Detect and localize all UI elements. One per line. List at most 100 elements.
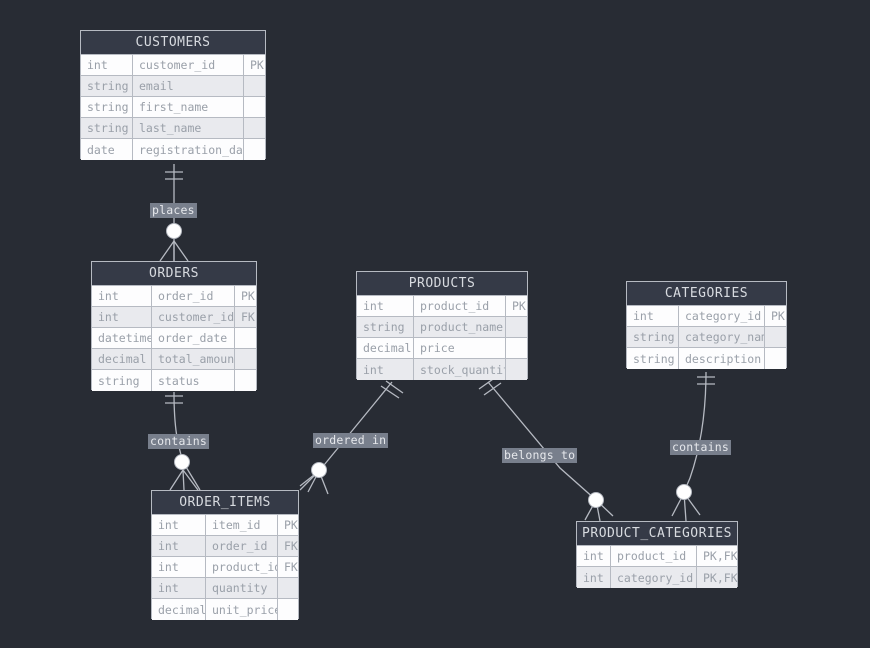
marker-crowsfoot xyxy=(159,240,189,262)
attribute-key: FK xyxy=(284,560,298,574)
relationship-label: ordered in xyxy=(313,433,389,448)
attribute-field: last_name xyxy=(133,118,244,138)
attribute-field: unit_price xyxy=(206,599,278,620)
attribute-field: email xyxy=(133,76,244,96)
attribute-type: int xyxy=(92,286,152,306)
attribute-type: int xyxy=(92,307,152,327)
attribute-key: FK xyxy=(284,539,298,553)
entity-title: PRODUCT_CATEGORIES xyxy=(577,522,737,546)
attribute-key: PK xyxy=(284,518,298,532)
attribute-field: order_id xyxy=(152,286,235,306)
attribute-key xyxy=(506,338,529,358)
attribute-key: PK,FK xyxy=(703,570,738,585)
attribute-field: product_id xyxy=(611,546,697,566)
attribute-key xyxy=(506,317,529,337)
attribute-type: int xyxy=(357,296,414,316)
attribute-field: registration_date xyxy=(133,139,244,160)
attribute-key: PK xyxy=(250,58,264,72)
attribute-type: int xyxy=(152,578,206,598)
marker-crowsfoot xyxy=(671,492,701,522)
marker-one-bar xyxy=(483,382,502,396)
attribute-key xyxy=(244,97,267,117)
attribute-type: string xyxy=(92,370,152,391)
relationship-endpoint-dot xyxy=(588,492,604,508)
attribute-key xyxy=(244,118,267,138)
attribute-field: stock_quantity xyxy=(414,359,506,380)
marker-crowsfoot xyxy=(169,469,199,491)
attribute-type: int xyxy=(152,557,206,577)
attribute-key xyxy=(765,348,788,369)
attribute-field: status xyxy=(152,370,235,391)
attribute-field: first_name xyxy=(133,97,244,117)
attribute-type: string xyxy=(81,97,133,117)
attribute-key: FK xyxy=(241,310,255,324)
marker-crowsfoot xyxy=(584,499,614,522)
attribute-type: int xyxy=(577,546,611,566)
attribute-key xyxy=(235,328,258,348)
attribute-type: int xyxy=(152,515,206,535)
relationship-label: contains xyxy=(670,440,731,455)
attribute-type: string xyxy=(81,118,133,138)
attribute-type: string xyxy=(81,76,133,96)
attribute-type: string xyxy=(627,327,679,347)
entity-title: ORDERS xyxy=(92,262,256,286)
attribute-type: datetime xyxy=(92,328,152,348)
attribute-type: decimal xyxy=(92,349,152,369)
edge-products-productcategories xyxy=(487,381,597,501)
attribute-type: int xyxy=(81,55,133,75)
attribute-type: date xyxy=(81,139,133,160)
attribute-field: customer_id xyxy=(152,307,235,327)
attribute-key xyxy=(244,139,267,160)
relationship-endpoint-dot xyxy=(174,454,190,470)
attribute-field: order_id xyxy=(206,536,278,556)
relationship-endpoint-dot xyxy=(311,462,327,478)
attribute-field: description xyxy=(679,348,765,369)
attribute-field: category_name xyxy=(679,327,765,347)
attribute-field: quantity xyxy=(206,578,278,598)
attribute-type: string xyxy=(627,348,679,369)
attribute-type: string xyxy=(357,317,414,337)
entity-title: ORDER_ITEMS xyxy=(152,491,298,515)
attribute-type: int xyxy=(577,567,611,588)
attribute-key xyxy=(244,76,267,96)
attribute-field: product_name xyxy=(414,317,506,337)
attribute-key xyxy=(278,578,300,598)
attribute-key xyxy=(506,359,529,380)
attribute-type: decimal xyxy=(357,338,414,358)
attribute-field: product_id xyxy=(414,296,506,316)
attribute-type: int xyxy=(152,536,206,556)
entity-title: CATEGORIES xyxy=(627,282,786,306)
relationship-label: belongs to xyxy=(502,448,578,463)
attribute-field: total_amount xyxy=(152,349,235,369)
attribute-field: order_date xyxy=(152,328,235,348)
attribute-type: int xyxy=(357,359,414,380)
relationship-label: places xyxy=(150,203,197,218)
attribute-key: PK xyxy=(771,309,785,323)
entity-title: CUSTOMERS xyxy=(81,31,265,55)
